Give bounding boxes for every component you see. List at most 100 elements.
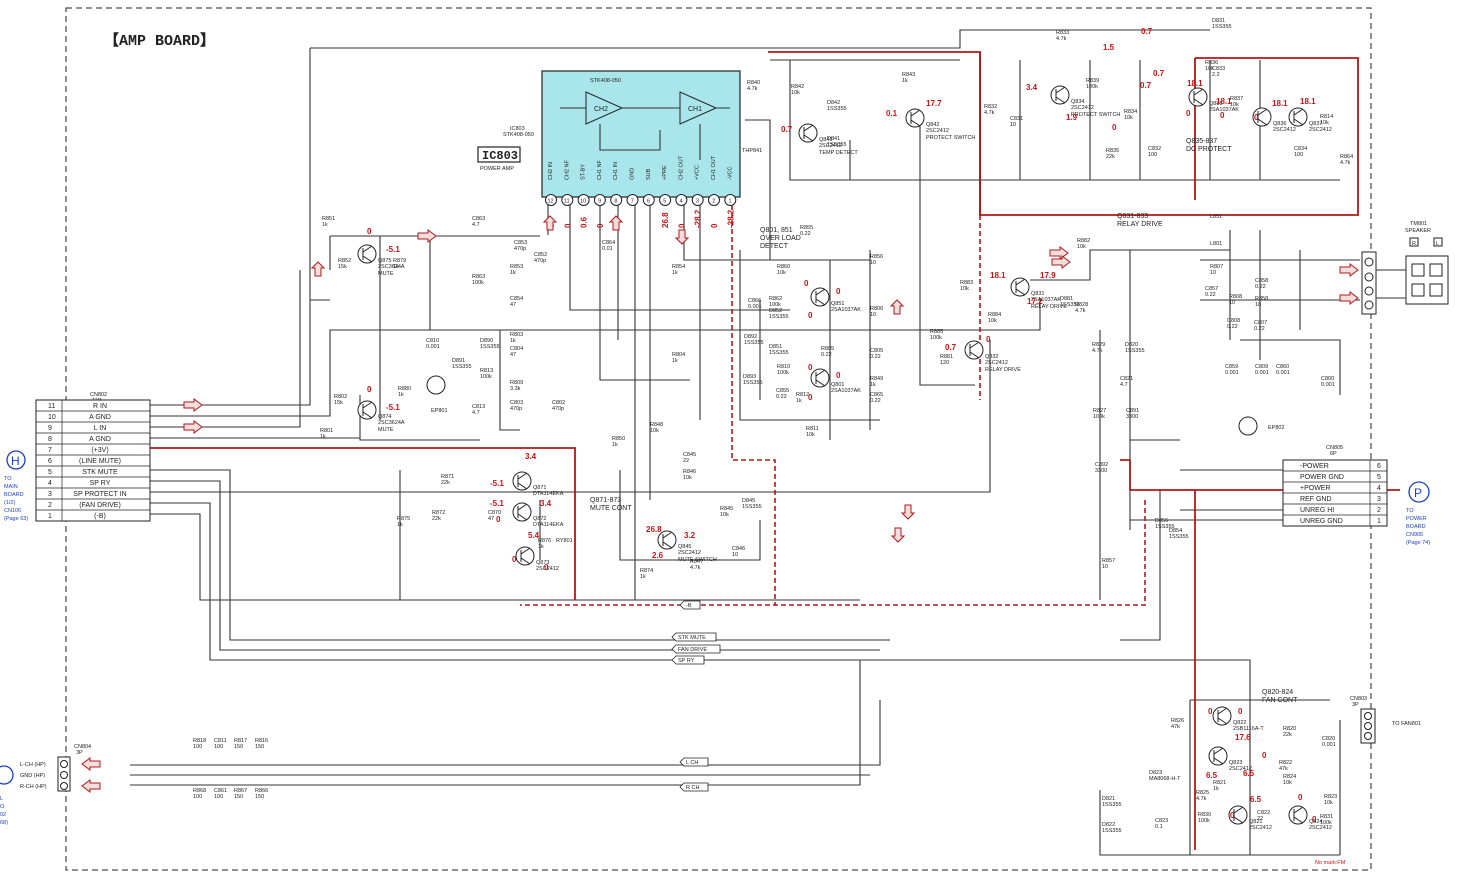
cn805-pin-name: +POWER xyxy=(1300,485,1331,492)
component-ref: C891 xyxy=(1126,408,1139,414)
component-ref: R810 xyxy=(777,364,790,370)
transistor-leads xyxy=(815,288,826,306)
component-ref: R842 xyxy=(791,84,804,90)
signal-arrow xyxy=(608,215,624,231)
component-ref: C866 xyxy=(748,298,761,304)
component-ref: C834 xyxy=(1294,146,1307,152)
speaker-l-box xyxy=(1433,237,1443,247)
voltage-reading: 0 xyxy=(808,393,813,402)
connector-h-note: (1/2) xyxy=(4,500,15,506)
component-value: 10 xyxy=(870,260,876,266)
voltage-reading: 0 xyxy=(808,363,813,372)
voltage-reading: 0.1 xyxy=(886,109,898,118)
component-ref: R846 xyxy=(683,469,696,475)
net-name: STK MUTE xyxy=(678,635,706,641)
transistor-part: 2SC2412 xyxy=(985,360,1008,366)
ic-pin-number: 2 xyxy=(712,199,715,205)
hp-pin-label: R-CH (HP) xyxy=(20,784,47,790)
component-ref: R827 xyxy=(1093,408,1106,414)
ic803-pin-voltages: 000.60026.80-28.20-28.2 xyxy=(547,209,735,228)
component-value: 0.22 xyxy=(1255,284,1266,290)
component-ref: R832 xyxy=(984,104,997,110)
speaker-l: L xyxy=(1436,241,1439,247)
transistor-function: RELAY DRIVE xyxy=(1031,304,1067,310)
voltage-reading: 0 xyxy=(986,335,991,344)
component-ref: C858 xyxy=(1255,278,1268,284)
ep801-terminal xyxy=(426,375,446,395)
component-value: 100 xyxy=(193,794,202,800)
voltage-reading: 5.4 xyxy=(528,531,540,540)
component-ref: C813 xyxy=(472,404,485,410)
component-value: 47 xyxy=(510,302,516,308)
component-value: 1k xyxy=(902,78,908,84)
wiring-red xyxy=(150,51,1400,850)
voltage-reading: 17.7 xyxy=(926,99,942,108)
pin-voltage: 0 xyxy=(710,223,719,228)
signal-arrow xyxy=(542,215,558,231)
transistor-leads xyxy=(1213,747,1224,765)
block-caption: Q801, 851 xyxy=(760,227,793,234)
component-ref: R833 xyxy=(1056,30,1069,36)
block-caption: Q831-833 xyxy=(1117,213,1148,220)
ic-pin-name: CH2 IN xyxy=(548,162,554,180)
component-value: 22k xyxy=(441,480,450,486)
net-tag xyxy=(679,600,701,610)
component-value: 1k xyxy=(510,270,516,276)
component-ref: C892 xyxy=(1095,462,1108,468)
component-value: 3.3k xyxy=(510,386,521,392)
cn802-pin-number: 3 xyxy=(48,491,52,498)
component-value: 1SS355 xyxy=(452,364,472,370)
component-ref: R831 xyxy=(1320,814,1333,820)
component-ref: R845 xyxy=(720,506,733,512)
component-ref: C865 xyxy=(870,392,883,398)
component-ref: D851 xyxy=(769,344,782,350)
board-title: 【AMP BOARD】 xyxy=(104,31,215,50)
transistor-part: 2SC2412 xyxy=(678,550,701,556)
transistor-ref: Q831 xyxy=(1031,291,1044,297)
component-ref: D891 xyxy=(452,358,465,364)
connector-fan: CN803 3P TO FAN801 xyxy=(1350,696,1421,744)
component-ref: R811 xyxy=(806,426,819,432)
component-value: 470p xyxy=(510,406,522,412)
transistor-symbol xyxy=(1208,746,1228,766)
cn802-pin-number: 11 xyxy=(48,403,55,410)
cn805-pin-name: POWER GND xyxy=(1300,474,1344,481)
ic-pin-number: 4 xyxy=(680,199,683,205)
component-value: 10k xyxy=(650,428,659,434)
component-ref: R862 xyxy=(769,296,782,302)
voltage-reading: 2.6 xyxy=(652,551,664,560)
component-value: 1k xyxy=(1213,786,1219,792)
ground-terminals: EP801 EP802 xyxy=(426,375,1285,436)
hp-left-note: O xyxy=(0,804,5,810)
ic-pin-name: CH2 NF xyxy=(564,159,570,180)
cn805-type: 6P xyxy=(1330,451,1337,457)
component-ref: D821 xyxy=(1102,796,1115,802)
transistor-ref: Q845 xyxy=(678,544,691,550)
transistor-part: 2SA1037AK xyxy=(1209,107,1239,113)
component-ref: R820 xyxy=(1283,726,1296,732)
cn802-pin-number: 8 xyxy=(48,436,52,443)
transistor-leads xyxy=(1233,806,1244,824)
component-value: 10 xyxy=(870,312,876,318)
component-value: 1k xyxy=(612,442,618,448)
transistor-part: 2SC2412 xyxy=(1309,127,1332,133)
transistor-function: TEMP DETECT xyxy=(819,150,858,156)
component-ref: R872 xyxy=(432,510,445,516)
component-value: 4.7 xyxy=(1120,382,1128,388)
component-ref: C863 xyxy=(472,216,485,222)
component-ref: R848 xyxy=(650,422,663,428)
component-value: 4.7k xyxy=(984,110,995,116)
voltage-reading: 0 xyxy=(1220,111,1225,120)
cn805-pin-name: UNREG GND xyxy=(1300,518,1343,525)
component-value: 0.001 xyxy=(1321,382,1335,388)
component-ref: R864 xyxy=(1340,154,1353,160)
transistor-leads xyxy=(969,341,980,359)
transistor-symbol xyxy=(810,287,830,307)
cn803-ref: CN803 xyxy=(1350,696,1367,702)
component-ref: THP841 xyxy=(742,148,762,154)
component-ref: R875 xyxy=(397,516,410,522)
component-ref: R850 xyxy=(612,436,625,442)
component-ref: D881 xyxy=(1060,296,1073,302)
transistor-ref: Q822 xyxy=(1233,720,1246,726)
pin-voltage: 0 xyxy=(677,223,686,228)
